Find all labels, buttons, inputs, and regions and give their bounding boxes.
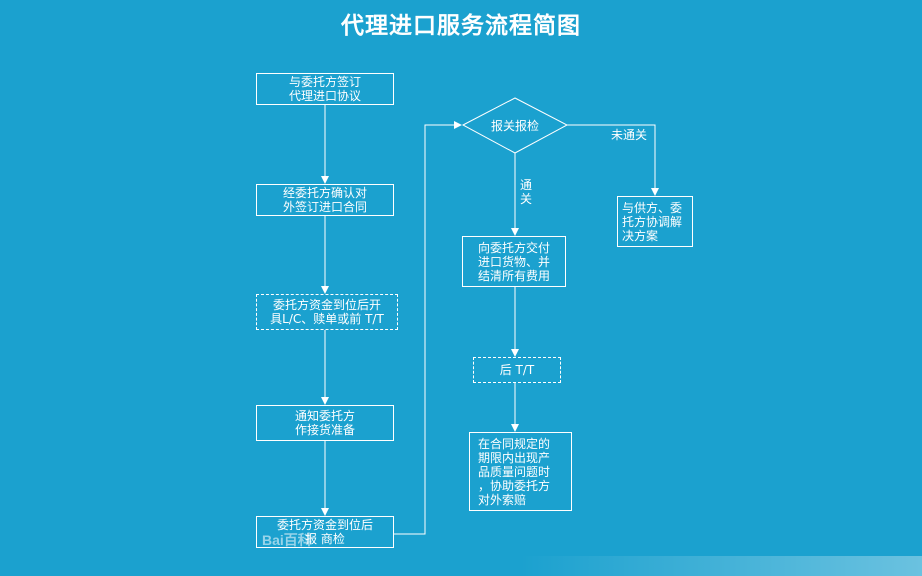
- node-confirm-contract: 经委托方确认对 外签订进口合同: [256, 184, 394, 216]
- node-sign-agreement: 与委托方签订 代理进口协议: [256, 73, 394, 105]
- arrow-customs-to-coordinate: [567, 124, 659, 196]
- diagram-title: 代理进口服务流程简图: [341, 13, 581, 39]
- node-notify-prepare: 通知委托方 作接货准备: [256, 405, 394, 441]
- edge-label-pass: 通 关: [520, 178, 533, 206]
- node-deliver-goods: 向委托方交付 进口货物、并 结清所有费用: [462, 236, 566, 287]
- node-claim: 在合同规定的 期限内出现产 品质量问题时 ，协助委托方 对外索赔: [469, 432, 572, 511]
- node-coordinate: 与供方、委 托方协调解 决方案: [617, 196, 693, 247]
- node-post-tt: 后 T/T: [473, 357, 561, 383]
- node-customs-declaration: 报关报检: [490, 119, 539, 133]
- node-funds-inspection: 委托方资金到位后 报 商检: [256, 516, 394, 548]
- arrow-funds-to-customs: [394, 121, 462, 535]
- node-open-lc: 委托方资金到位后开 具L/C、赎单或前 T/T: [256, 294, 398, 330]
- baidu-watermark: Bai百科: [262, 532, 312, 548]
- bottom-glow: [520, 556, 922, 576]
- edge-label-fail: 未通关: [611, 128, 648, 142]
